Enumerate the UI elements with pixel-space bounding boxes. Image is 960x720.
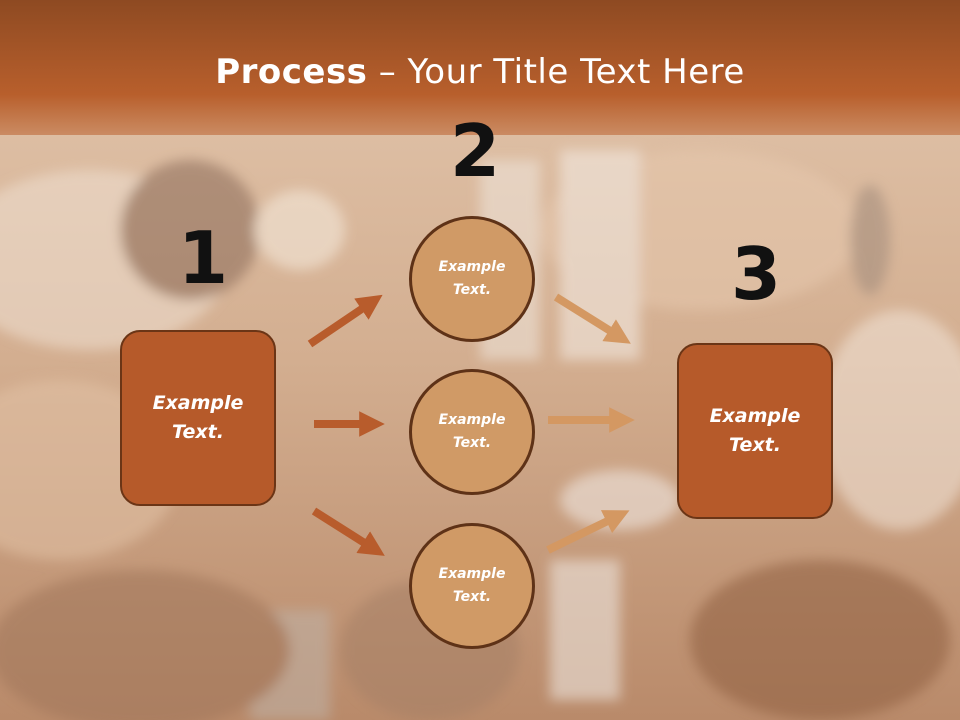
circle-bottom-line1: Example <box>438 566 506 582</box>
step-1-label-line2: Text. <box>172 421 224 443</box>
circle-middle-line1: Example <box>438 412 506 428</box>
step-1-label-line1: Example <box>152 392 244 414</box>
title-bold: Process <box>215 52 368 92</box>
step-number-1: 1 <box>178 216 229 300</box>
title-rest: – Your Title Text Here <box>367 52 745 92</box>
circle-middle-line2: Text. <box>452 435 492 451</box>
slide-title: Process – Your Title Text Here <box>0 52 960 92</box>
arrow-1-to-bottom <box>311 507 385 556</box>
step-number-2: 2 <box>450 109 501 193</box>
step-3-label-line1: Example <box>709 405 801 427</box>
title-band <box>0 0 960 135</box>
circle-bottom-line2: Text. <box>452 589 492 605</box>
step-3-label-line2: Text. <box>729 434 781 456</box>
arrow-bottom-to-3 <box>546 510 630 554</box>
step-number-3: 3 <box>731 232 782 316</box>
arrow-top-to-3 <box>553 293 631 344</box>
arrow-1-to-top <box>307 294 383 348</box>
circle-top-line1: Example <box>438 259 506 275</box>
circle-top-line2: Text. <box>452 282 492 298</box>
